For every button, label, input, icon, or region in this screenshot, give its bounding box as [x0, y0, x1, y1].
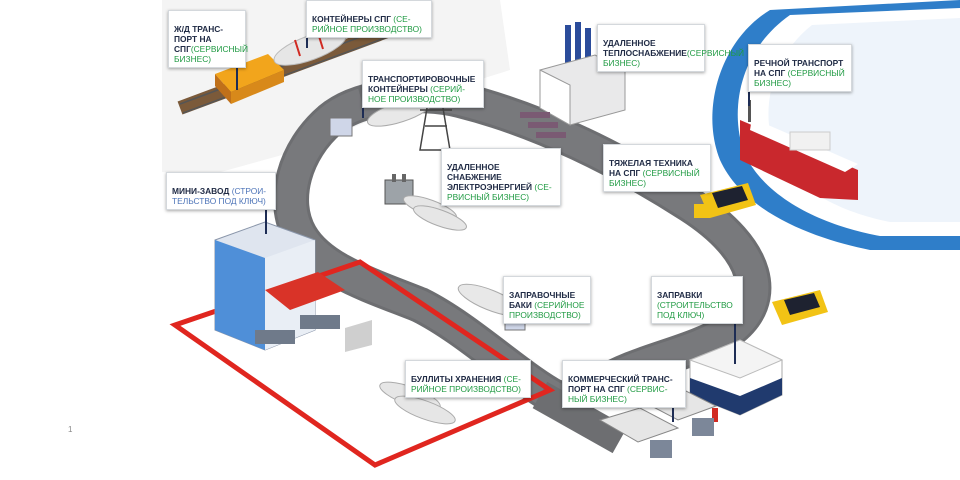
lorry-icon — [598, 407, 680, 458]
boiler-house-icon — [520, 22, 626, 138]
label-rail-transport: Ж/Д ТРАНС- ПОРТ НА СПГ(СЕРВИСНЫЙ БИЗНЕС) — [168, 10, 248, 68]
label-commercial-title: КОММЕРЧЕСКИЙ ТРАНС- ПОРТ НА СПГ — [568, 374, 673, 394]
label-mini-plant: МИНИ-ЗАВОД (СТРОИ- ТЕЛЬСТВО ПОД КЛЮЧ) — [166, 172, 276, 210]
label-rail-sub: (СЕРВИСНЫЙ БИЗНЕС) — [174, 44, 248, 64]
label-power-title: УДАЛЕННОЕ СНАБЖЕНИЕ ЭЛЕКТРОЭНЕРГИЕЙ — [447, 162, 533, 192]
label-heavy-title: ТЯЖЕЛАЯ ТЕХНИКА НА СПГ — [609, 158, 693, 178]
rail-panel — [162, 0, 510, 175]
label-river-transport: РЕЧНОЙ ТРАНСПОРТ НА СПГ (СЕРВИСНЫЙ БИЗНЕ… — [748, 44, 852, 92]
label-transport-sub: (СЕРИЙ- НОЕ ПРОИЗВОДСТВО) — [368, 84, 465, 104]
label-fuel-stations: ЗАПРАВКИ (СТРОИТЕЛЬСТВО ПОД КЛЮЧ) — [651, 276, 743, 324]
dump-truck-icon — [694, 183, 756, 218]
label-storage-bullets: БУЛЛИТЫ ХРАНЕНИЯ (СЕ- РИЙНОЕ ПРОИЗВОДСТВ… — [405, 360, 531, 398]
label-power-sub: (СЕ- РВИСНЫЙ БИЗНЕС) — [447, 182, 552, 202]
label-heavy-sub: (СЕРВИСНЫЙ БИЗНЕС) — [609, 168, 700, 188]
label-heavy-machinery: ТЯЖЕЛАЯ ТЕХНИКА НА СПГ (СЕРВИСНЫЙ БИЗНЕС… — [603, 144, 711, 192]
label-rail-title: Ж/Д ТРАНС- ПОРТ НА СПГ — [174, 24, 224, 54]
label-heating-sub: (СЕРВИСНЫЙ БИЗНЕС) — [603, 48, 745, 68]
leader-rail — [236, 60, 238, 90]
label-heating-title: УДАЛЕННОЕ ТЕПЛОСНАБЖЕНИЕ — [603, 38, 687, 58]
river-tanker-icon — [740, 100, 858, 200]
leader-containers — [306, 28, 308, 48]
label-commercial-sub: (СЕРВИС- НЫЙ БИЗНЕС) — [568, 384, 668, 404]
label-storage-title: БУЛЛИТЫ ХРАНЕНИЯ — [411, 374, 504, 384]
stray-mark: 1 — [68, 425, 73, 434]
label-miniplant-sub: (СТРОИ- ТЕЛЬСТВО ПОД КЛЮЧ) — [172, 186, 267, 206]
label-river-title: РЕЧНОЙ ТРАНСПОРТ НА СПГ — [754, 58, 844, 78]
label-stations-sub: (СТРОИТЕЛЬСТВО ПОД КЛЮЧ) — [657, 300, 733, 320]
label-river-sub: (СЕРВИСНЫЙ БИЗНЕС) — [754, 68, 845, 88]
gas-station-icon — [688, 339, 784, 422]
label-transport-title: ТРАНСПОРТИРОВОЧНЫЕ КОНТЕЙНЕРЫ — [368, 74, 476, 94]
label-remote-power: УДАЛЕННОЕ СНАБЖЕНИЕ ЭЛЕКТРОЭНЕРГИЕЙ (СЕ-… — [441, 148, 561, 206]
leader-miniplant — [265, 198, 267, 234]
label-tanks-sub: (СЕРИЙНОЕ ПРОИЗВОДСТВО) — [509, 300, 585, 320]
label-transport-containers: ТРАНСПОРТИРОВОЧНЫЕ КОНТЕЙНЕРЫ (СЕРИЙ- НО… — [362, 60, 484, 108]
label-stations-title: ЗАПРАВКИ — [657, 290, 703, 300]
label-commercial-transport: КОММЕРЧЕСКИЙ ТРАНС- ПОРТ НА СПГ (СЕРВИС-… — [562, 360, 686, 408]
storage-bullet-icon — [403, 195, 467, 231]
label-refuel-tanks: ЗАПРАВОЧНЫЕ БАКИ (СЕРИЙНОЕ ПРОИЗВОДСТВО) — [503, 276, 591, 324]
dump-truck-icon — [772, 290, 828, 325]
rail-car-icon — [215, 54, 284, 104]
leader-river — [748, 80, 750, 106]
label-lng-containers: КОНТЕЙНЕРЫ СПГ (СЕ- РИЙНОЕ ПРОИЗВОДСТВО) — [306, 0, 432, 38]
mini-plant-building-icon — [214, 221, 372, 352]
label-containers-sub: (СЕ- РИЙНОЕ ПРОИЗВОДСТВО) — [312, 14, 422, 34]
leader-stations — [734, 310, 736, 364]
label-miniplant-title: МИНИ-ЗАВОД — [172, 186, 232, 196]
label-containers-title: КОНТЕЙНЕРЫ СПГ — [312, 14, 394, 24]
label-remote-heating: УДАЛЕННОЕ ТЕПЛОСНАБЖЕНИЕ(СЕРВИСНЫЙ БИЗНЕ… — [597, 24, 744, 72]
label-tanks-title: ЗАПРАВОЧНЫЕ БАКИ — [509, 290, 576, 310]
label-storage-sub: (СЕ- РИЙНОЕ ПРОИЗВОДСТВО) — [411, 374, 521, 394]
